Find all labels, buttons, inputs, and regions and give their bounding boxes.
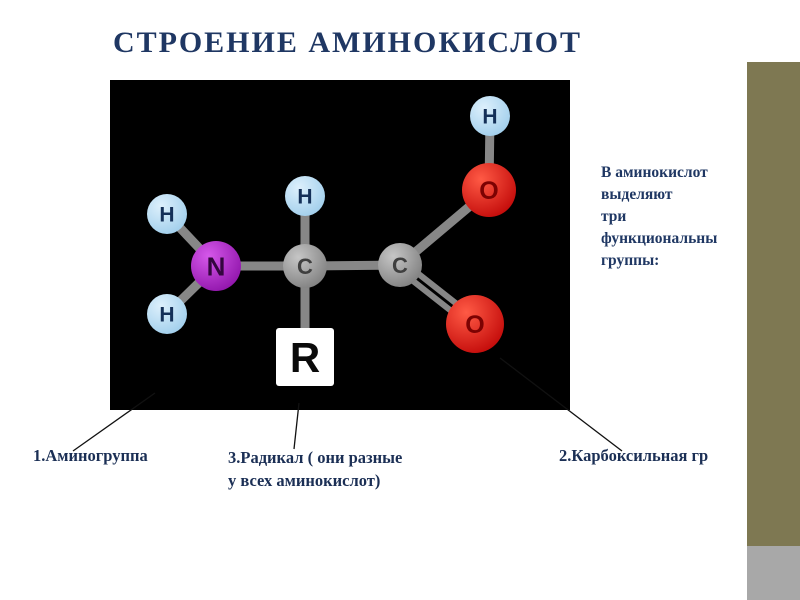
atom-label-H2: H (159, 304, 174, 327)
atom-label-R: R (290, 334, 320, 381)
atom-label-O2: O (465, 311, 484, 339)
label-radical-line1: 3.Радикал ( они разные (228, 448, 403, 467)
side-note-text: В аминокислот выделяют три функциональны… (601, 164, 718, 269)
atom-label-H1: H (159, 204, 174, 227)
atom-O2 (446, 295, 504, 353)
atom-label-O1: O (479, 177, 498, 205)
slide-title: СТРОЕНИЕ АМИНОКИСЛОТ (113, 26, 583, 59)
bottom-right-corner-block (747, 546, 800, 600)
label-radical-line2: у всех аминокислот) (228, 471, 381, 490)
atom-H1 (147, 194, 187, 234)
label-carboxyl: 2.Карбоксильная гр (559, 446, 709, 465)
atom-layer: H H H H N C C O O R (147, 96, 516, 386)
label-radical: 3.Радикал ( они разные у всех аминокисло… (228, 446, 402, 492)
atom-H3 (285, 176, 325, 216)
right-accent-bar (747, 62, 800, 546)
atom-label-C1: C (297, 254, 313, 279)
atom-label-H4: H (482, 106, 497, 129)
bond-layer (162, 111, 495, 362)
atom-H4 (470, 96, 510, 136)
atom-label-H3: H (297, 186, 312, 209)
molecule-image: H H H H N C C O O R (110, 80, 570, 410)
atom-R (276, 328, 334, 386)
molecule-svg: H H H H N C C O O R (147, 96, 516, 386)
atom-label-C2: C (392, 253, 408, 278)
atom-label-N: N (207, 251, 226, 281)
atom-C2 (378, 243, 422, 287)
label-aminogroup: 1.Аминогруппа (33, 446, 148, 465)
atom-N (191, 241, 241, 291)
atom-O1 (462, 163, 516, 217)
atom-C1 (283, 244, 327, 288)
atom-H2 (147, 294, 187, 334)
